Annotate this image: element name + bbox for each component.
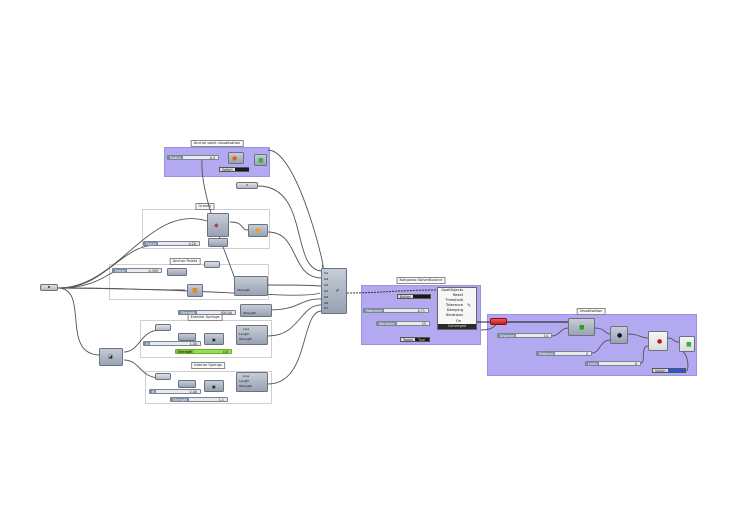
vector-node[interactable]	[208, 238, 228, 247]
wire	[267, 304, 323, 337]
ext-length-calc[interactable]	[178, 333, 196, 341]
wire	[266, 284, 323, 287]
group-label-visualisation: Visualisation	[576, 308, 606, 315]
wire	[267, 231, 323, 279]
ext-strength-slider[interactable]: Strength 0.8	[175, 349, 232, 354]
preview-icon: ■	[258, 157, 264, 164]
ext-n-slider[interactable]: N 1.00	[143, 341, 201, 346]
kangaroo-icon: ✎	[467, 303, 472, 309]
anchor-filter-node[interactable]	[167, 268, 187, 276]
mesh-goal-node[interactable]: Strength	[240, 304, 272, 317]
anchor-switch-toggle[interactable]: Switch	[219, 167, 249, 172]
wire	[267, 310, 323, 385]
int-length-calc[interactable]	[178, 380, 196, 388]
deconstruct-mesh-node[interactable]: ◪	[99, 348, 123, 366]
smooth-icon: ●	[617, 332, 623, 339]
goal-icon: ●	[255, 227, 261, 234]
distance-1-slider[interactable]: Distance 14	[497, 333, 552, 338]
anchor-factor-slider[interactable]: Factor 0.359	[112, 268, 162, 273]
anchor-point-param[interactable]	[204, 261, 220, 268]
viz-mesh-node[interactable]: ■	[568, 318, 595, 336]
group-label-anchor-viz: Anchor point visualisation	[190, 140, 244, 147]
viz-smooth-node[interactable]: ●	[610, 326, 628, 344]
group-label-anchor-points: Anchor Points	[169, 258, 201, 265]
goal-merge-node[interactable]: G1 G2 G3 G4 G5 G6 G7 ➚	[321, 268, 347, 314]
merge-icon: ➚	[335, 288, 340, 294]
shield-icon: ■	[579, 324, 585, 331]
ext-multiply-node[interactable]: ▣	[204, 333, 224, 345]
anchor-goal-node[interactable]: Strength	[234, 276, 268, 296]
kangaroo-solver-node[interactable]: GoalObjects Reset Threshold Tolerance Da…	[437, 287, 477, 330]
mesh-param-icon	[48, 286, 50, 288]
cull-node[interactable]: ■	[187, 284, 203, 297]
preview-icon: ■	[686, 341, 692, 348]
output-mesh-param[interactable]	[490, 318, 507, 325]
gravity-node[interactable]: ◆	[207, 213, 229, 237]
int-n-slider[interactable]: N 2.00	[149, 389, 201, 394]
iterations-slider[interactable]: Iterations 25	[376, 321, 430, 326]
viz-switch-toggle[interactable]: Switch	[652, 368, 686, 373]
point-param-icon	[246, 184, 248, 186]
group-label-kangaroo: Kangaroo SolverBounce	[396, 277, 446, 284]
anchor-radius-slider[interactable]: Radius 0.3	[167, 155, 219, 160]
anchor-strength-slider[interactable]: Strength 300.00	[178, 310, 236, 315]
group-label-exterior-springs: Exterior Springs	[187, 314, 223, 321]
int-length-goal[interactable]: Line Length Strength	[236, 372, 268, 392]
group-label-gravity: Gravity	[195, 203, 215, 210]
int-strength-slider[interactable]: Strength 1.1	[170, 397, 228, 402]
anchor-goal-ports: Strength	[237, 288, 250, 292]
curve-param-ext[interactable]	[155, 324, 171, 331]
cull-icon: ■	[192, 287, 198, 294]
mesh-icon: ◪	[108, 354, 113, 360]
button-toggle[interactable]: Button	[397, 294, 431, 299]
tolerance-slider[interactable]: Tolerance 0.71	[363, 308, 429, 313]
curve-param-int[interactable]	[155, 373, 171, 380]
gravity-factor-slider[interactable]: Factor 0.20	[143, 241, 200, 246]
wire	[269, 298, 323, 311]
preview-node[interactable]: ■	[254, 154, 267, 166]
ext-length-goal[interactable]: Line Length Strength	[236, 325, 268, 345]
group-label-interior-springs: Interior Springs	[191, 362, 225, 369]
distance-2-slider[interactable]: Distance 3	[536, 351, 592, 356]
wire	[267, 149, 324, 269]
sphere-icon: ●	[232, 155, 238, 162]
viz-preview-node[interactable]: ■	[679, 336, 695, 352]
sphere-node[interactable]: ●	[228, 152, 244, 164]
int-multiply-node[interactable]: ▣	[204, 380, 224, 392]
gravity-goal-node[interactable]: ●	[248, 224, 268, 237]
wire	[57, 287, 101, 356]
viz-subd-node[interactable]: ●	[648, 331, 668, 351]
subd-icon: ●	[657, 338, 663, 345]
gravity-icon: ◆	[214, 222, 219, 229]
solver-status: Converged	[438, 324, 476, 329]
level-slider[interactable]: Level 0	[585, 361, 641, 366]
on-toggle[interactable]: Toggle True	[400, 337, 430, 342]
